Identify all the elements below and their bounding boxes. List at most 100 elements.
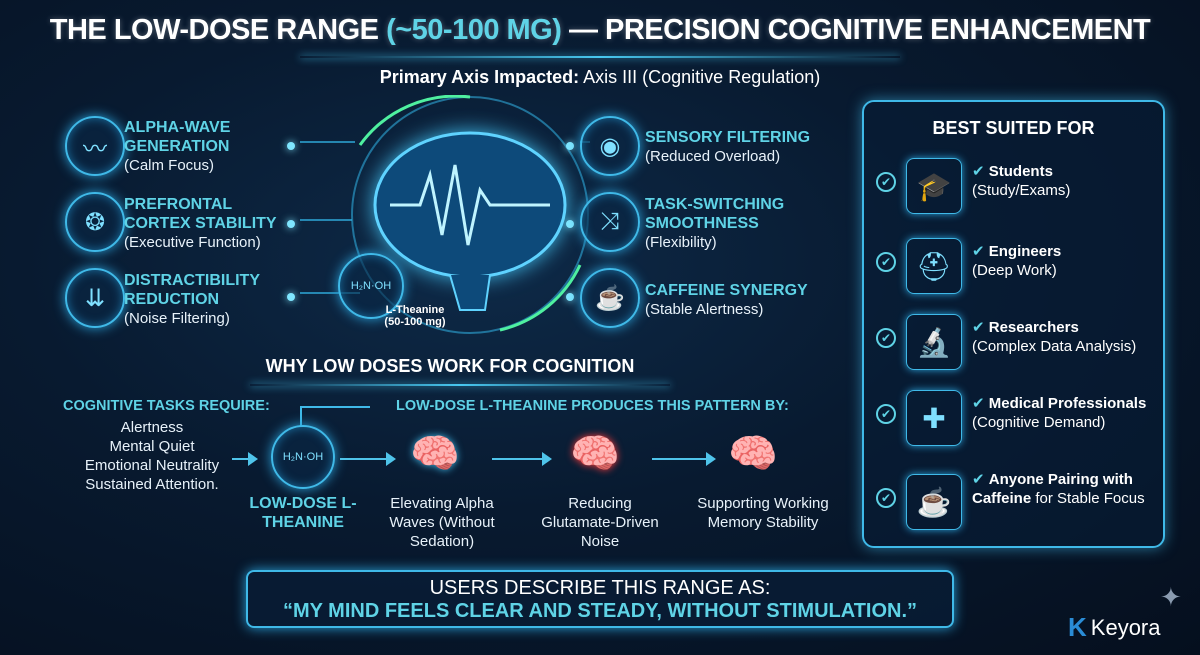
check-icon: ✔	[876, 172, 896, 192]
check-icon: ✔	[876, 328, 896, 348]
divider	[300, 56, 900, 58]
quote-box: USERS DESCRIBE THIS RANGE AS: “MY MIND F…	[246, 570, 954, 628]
researcher-icon: 🔬	[906, 314, 962, 370]
connector-dot	[287, 293, 295, 301]
effect-desc: (Reduced Overload)	[645, 148, 781, 165]
step-label: Elevating Alpha Waves (Without Sedation)	[389, 495, 495, 550]
title-text-end: — PRECISION COGNITIVE ENHANCEMENT	[561, 14, 1151, 46]
connector-dot	[566, 293, 574, 301]
subtitle: Primary Axis Impacted: Axis III (Cogniti…	[0, 67, 1200, 88]
effect-caffeine: CAFFEINE SYNERGY (Stable Alertness)	[645, 281, 855, 319]
brand-name: Keyora	[1090, 614, 1161, 640]
requirements-title: COGNITIVE TASKS REQUIRE:	[63, 398, 270, 414]
panel-title: BEST SUITED FOR	[932, 118, 1095, 138]
item-desc: (Complex Data Analysis)	[972, 338, 1137, 355]
effect-desc: (Noise Filtering)	[124, 310, 230, 327]
requirement: Alertness	[120, 419, 184, 436]
brain-wave-icon: 🧠	[410, 432, 460, 476]
effect-label: TASK-SWITCHING SMOOTHNESS	[645, 196, 785, 232]
theanine-molecule-icon: H₂N·OH	[338, 253, 404, 319]
source-label: LOW-DOSE L-THEANINE	[249, 495, 357, 531]
effect-label: CAFFEINE SYNERGY	[645, 282, 808, 299]
item-title: Students	[988, 163, 1053, 180]
quote-intro: USERS DESCRIBE THIS RANGE AS:	[429, 577, 771, 599]
check-icon: ✔	[876, 252, 896, 272]
subtitle-label: Primary Axis Impacted:	[379, 67, 580, 87]
effect-prefrontal: PREFRONTAL CORTEX STABILITY (Executive Fu…	[124, 195, 284, 252]
item-title: Medical Professionals	[988, 395, 1147, 412]
connector-dot	[287, 142, 295, 150]
pattern-title: LOW-DOSE L-THEANINE PRODUCES THIS PATTER…	[396, 398, 789, 414]
list-item-medical: ✔✚✔ Medical Professionals(Cognitive Dema…	[864, 390, 1163, 460]
check-icon: ✔	[876, 404, 896, 424]
brain-memory-icon: 🧠	[728, 432, 778, 476]
arrow-icon	[492, 452, 552, 466]
connector-line	[300, 406, 302, 426]
item-title: Researchers	[988, 319, 1079, 336]
best-suited-panel: BEST SUITED FOR ✔ 🎓 ✔ Students (Study/Exams…	[862, 100, 1165, 548]
effect-label: ALPHA-WAVE GENERATION	[124, 119, 231, 155]
logo-icon: K	[1068, 612, 1087, 642]
item-desc: (Study/Exams)	[972, 182, 1071, 199]
item-desc: for Stable Focus	[1035, 490, 1145, 507]
molecule-name: L-Theanine	[385, 304, 445, 316]
effect-distractibility: DISTRACTIBILITY REDUCTION (Noise Filterin…	[124, 271, 284, 328]
connector-dot	[566, 220, 574, 228]
brain-illustration	[300, 95, 590, 334]
list-item-students: ✔🎓✔ Students(Study/Exams)	[864, 158, 1163, 228]
effect-desc: (Flexibility)	[645, 234, 717, 251]
list-item-researchers: ✔🔬✔ Researchers(Complex Data Analysis)	[864, 314, 1163, 384]
arrow-icon	[340, 452, 396, 466]
item-desc: (Cognitive Demand)	[972, 414, 1106, 431]
effect-sensory: SENSORY FILTERING (Reduced Overload)	[645, 128, 855, 166]
effect-desc: (Calm Focus)	[124, 157, 215, 174]
list-item-caffeine: ✔☕✔ Anyone Pairing with Caffeine for Sta…	[864, 466, 1163, 536]
requirement: Mental Quiet	[109, 438, 195, 455]
arrow-icon	[232, 452, 258, 466]
why-title: WHY LOW DOSES WORK FOR COGNITION	[265, 356, 635, 376]
person-coffee-icon: ☕	[906, 474, 962, 530]
step-label: Reducing Glutamate-Driven Noise	[541, 495, 659, 550]
title-text: THE LOW-DOSE RANGE	[49, 14, 387, 46]
connector-dot	[566, 142, 574, 150]
molecule-label: L-Theanine(50-100 mg)	[380, 304, 450, 328]
sparkle-icon: ✦	[1160, 582, 1182, 612]
step-label: Supporting Working Memory Stability	[697, 495, 829, 531]
effect-alpha-wave: ALPHA-WAVE GENERATION (Calm Focus)	[124, 118, 294, 175]
graduate-icon: 🎓	[906, 158, 962, 214]
molecule-dose: (50-100 mg)	[384, 316, 446, 328]
title-dose: (~50-100 MG)	[386, 14, 562, 46]
connector-dot	[287, 220, 295, 228]
effect-desc: (Stable Alertness)	[645, 301, 764, 318]
theanine-molecule-icon: H₂N·OH	[271, 425, 335, 489]
brain-icon: ❂	[65, 192, 125, 252]
coffee-cup-icon: ☕	[580, 268, 640, 328]
filter-icon: ⇊	[65, 268, 125, 328]
check-icon: ✔	[876, 488, 896, 508]
effect-label: DISTRACTIBILITY REDUCTION	[124, 272, 260, 308]
brain-wave-icon: 〰	[65, 116, 125, 176]
effect-desc: (Executive Function)	[124, 234, 261, 251]
effect-task-switching: TASK-SWITCHING SMOOTHNESS (Flexibility)	[645, 195, 835, 252]
item-desc: (Deep Work)	[972, 262, 1057, 279]
item-title: Anyone Pairing with Caffeine	[972, 471, 1133, 507]
page-title: THE LOW-DOSE RANGE (~50-100 MG) — PRECIS…	[0, 14, 1200, 47]
arrow-icon	[652, 452, 716, 466]
ear-eye-icon: ◉	[580, 116, 640, 176]
subtitle-value: Axis III (Cognitive Regulation)	[579, 67, 821, 87]
engineer-icon: ⛑	[906, 238, 962, 294]
quote-text: “MY MIND FEELS CLEAR AND STEADY, WITHOUT…	[282, 600, 918, 622]
effect-label: PREFRONTAL CORTEX STABILITY	[124, 196, 277, 232]
item-title: Engineers	[988, 243, 1062, 260]
brain-noise-icon: 🧠	[570, 432, 620, 476]
requirement: Emotional Neutrality	[84, 457, 220, 474]
list-item-engineers: ✔⛑✔ Engineers(Deep Work)	[864, 238, 1163, 308]
shuffle-icon: ⤨	[580, 192, 640, 252]
requirement: Sustained Attention.	[85, 476, 219, 493]
effect-label: SENSORY FILTERING	[645, 129, 811, 146]
divider	[250, 384, 670, 386]
connector-line	[300, 406, 370, 408]
nurse-icon: ✚	[906, 390, 962, 446]
